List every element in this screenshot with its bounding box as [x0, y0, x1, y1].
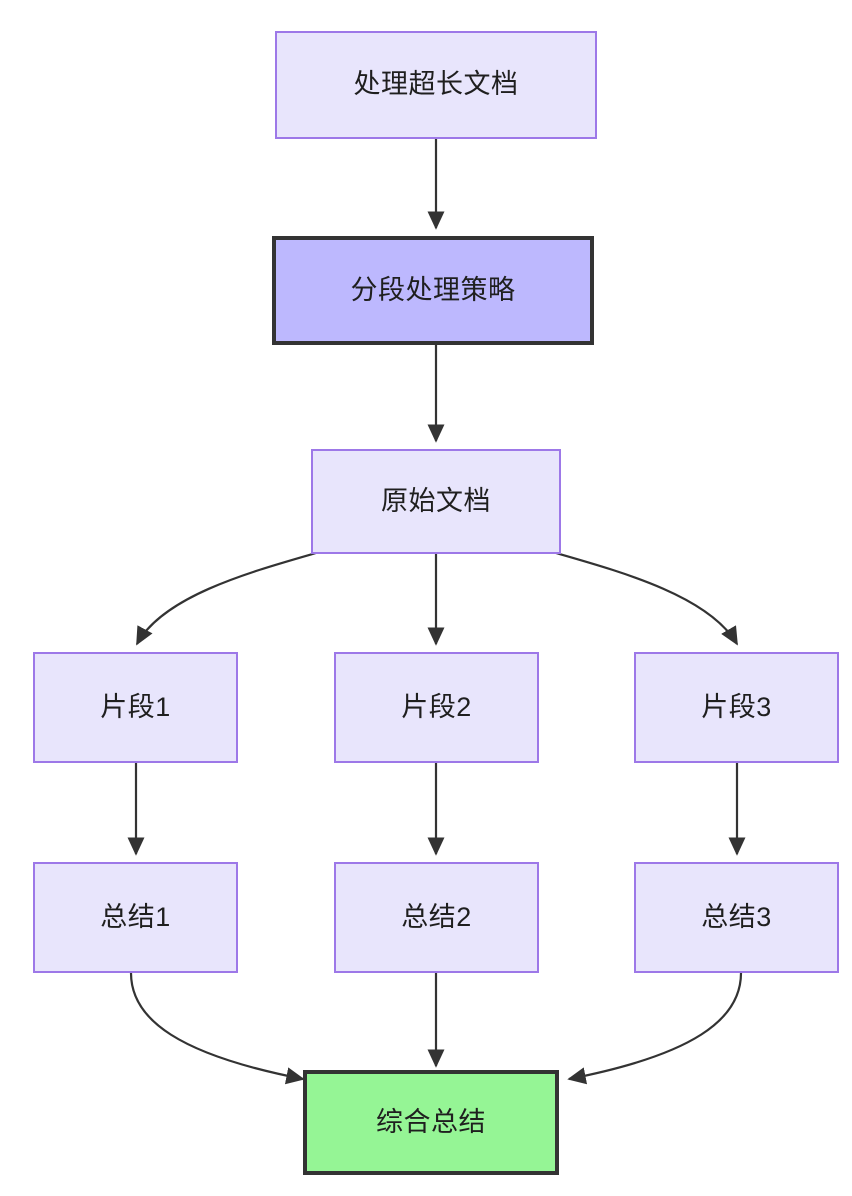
node-summary-3[interactable]: 总结3: [634, 862, 839, 973]
node-summary-2[interactable]: 总结2: [334, 862, 539, 973]
node-fragment-3[interactable]: 片段3: [634, 652, 839, 763]
node-label: 处理超长文档: [353, 69, 519, 100]
node-label: 片段3: [701, 691, 772, 722]
node-final-summary[interactable]: 综合总结: [303, 1070, 559, 1175]
node-summary-1[interactable]: 总结1: [33, 862, 238, 973]
edge-n3-n4: [136, 551, 317, 646]
node-process-long-document[interactable]: 处理超长文档: [275, 31, 597, 139]
edge-n7-n10: [129, 972, 305, 1085]
node-label: 片段1: [100, 691, 171, 722]
node-label: 总结1: [100, 901, 171, 932]
node-label: 片段2: [401, 691, 472, 722]
node-chunking-strategy[interactable]: 分段处理策略: [272, 236, 594, 345]
node-label: 综合总结: [376, 1106, 486, 1137]
node-original-document[interactable]: 原始文档: [311, 449, 561, 554]
node-label: 原始文档: [381, 485, 491, 516]
node-label: 分段处理策略: [350, 274, 516, 305]
edge-n9-n10: [567, 972, 743, 1085]
node-fragment-2[interactable]: 片段2: [334, 652, 539, 763]
node-fragment-1[interactable]: 片段1: [33, 652, 238, 763]
node-label: 总结2: [401, 901, 472, 932]
edge-n3-n6: [555, 551, 738, 646]
node-label: 总结3: [701, 901, 772, 932]
